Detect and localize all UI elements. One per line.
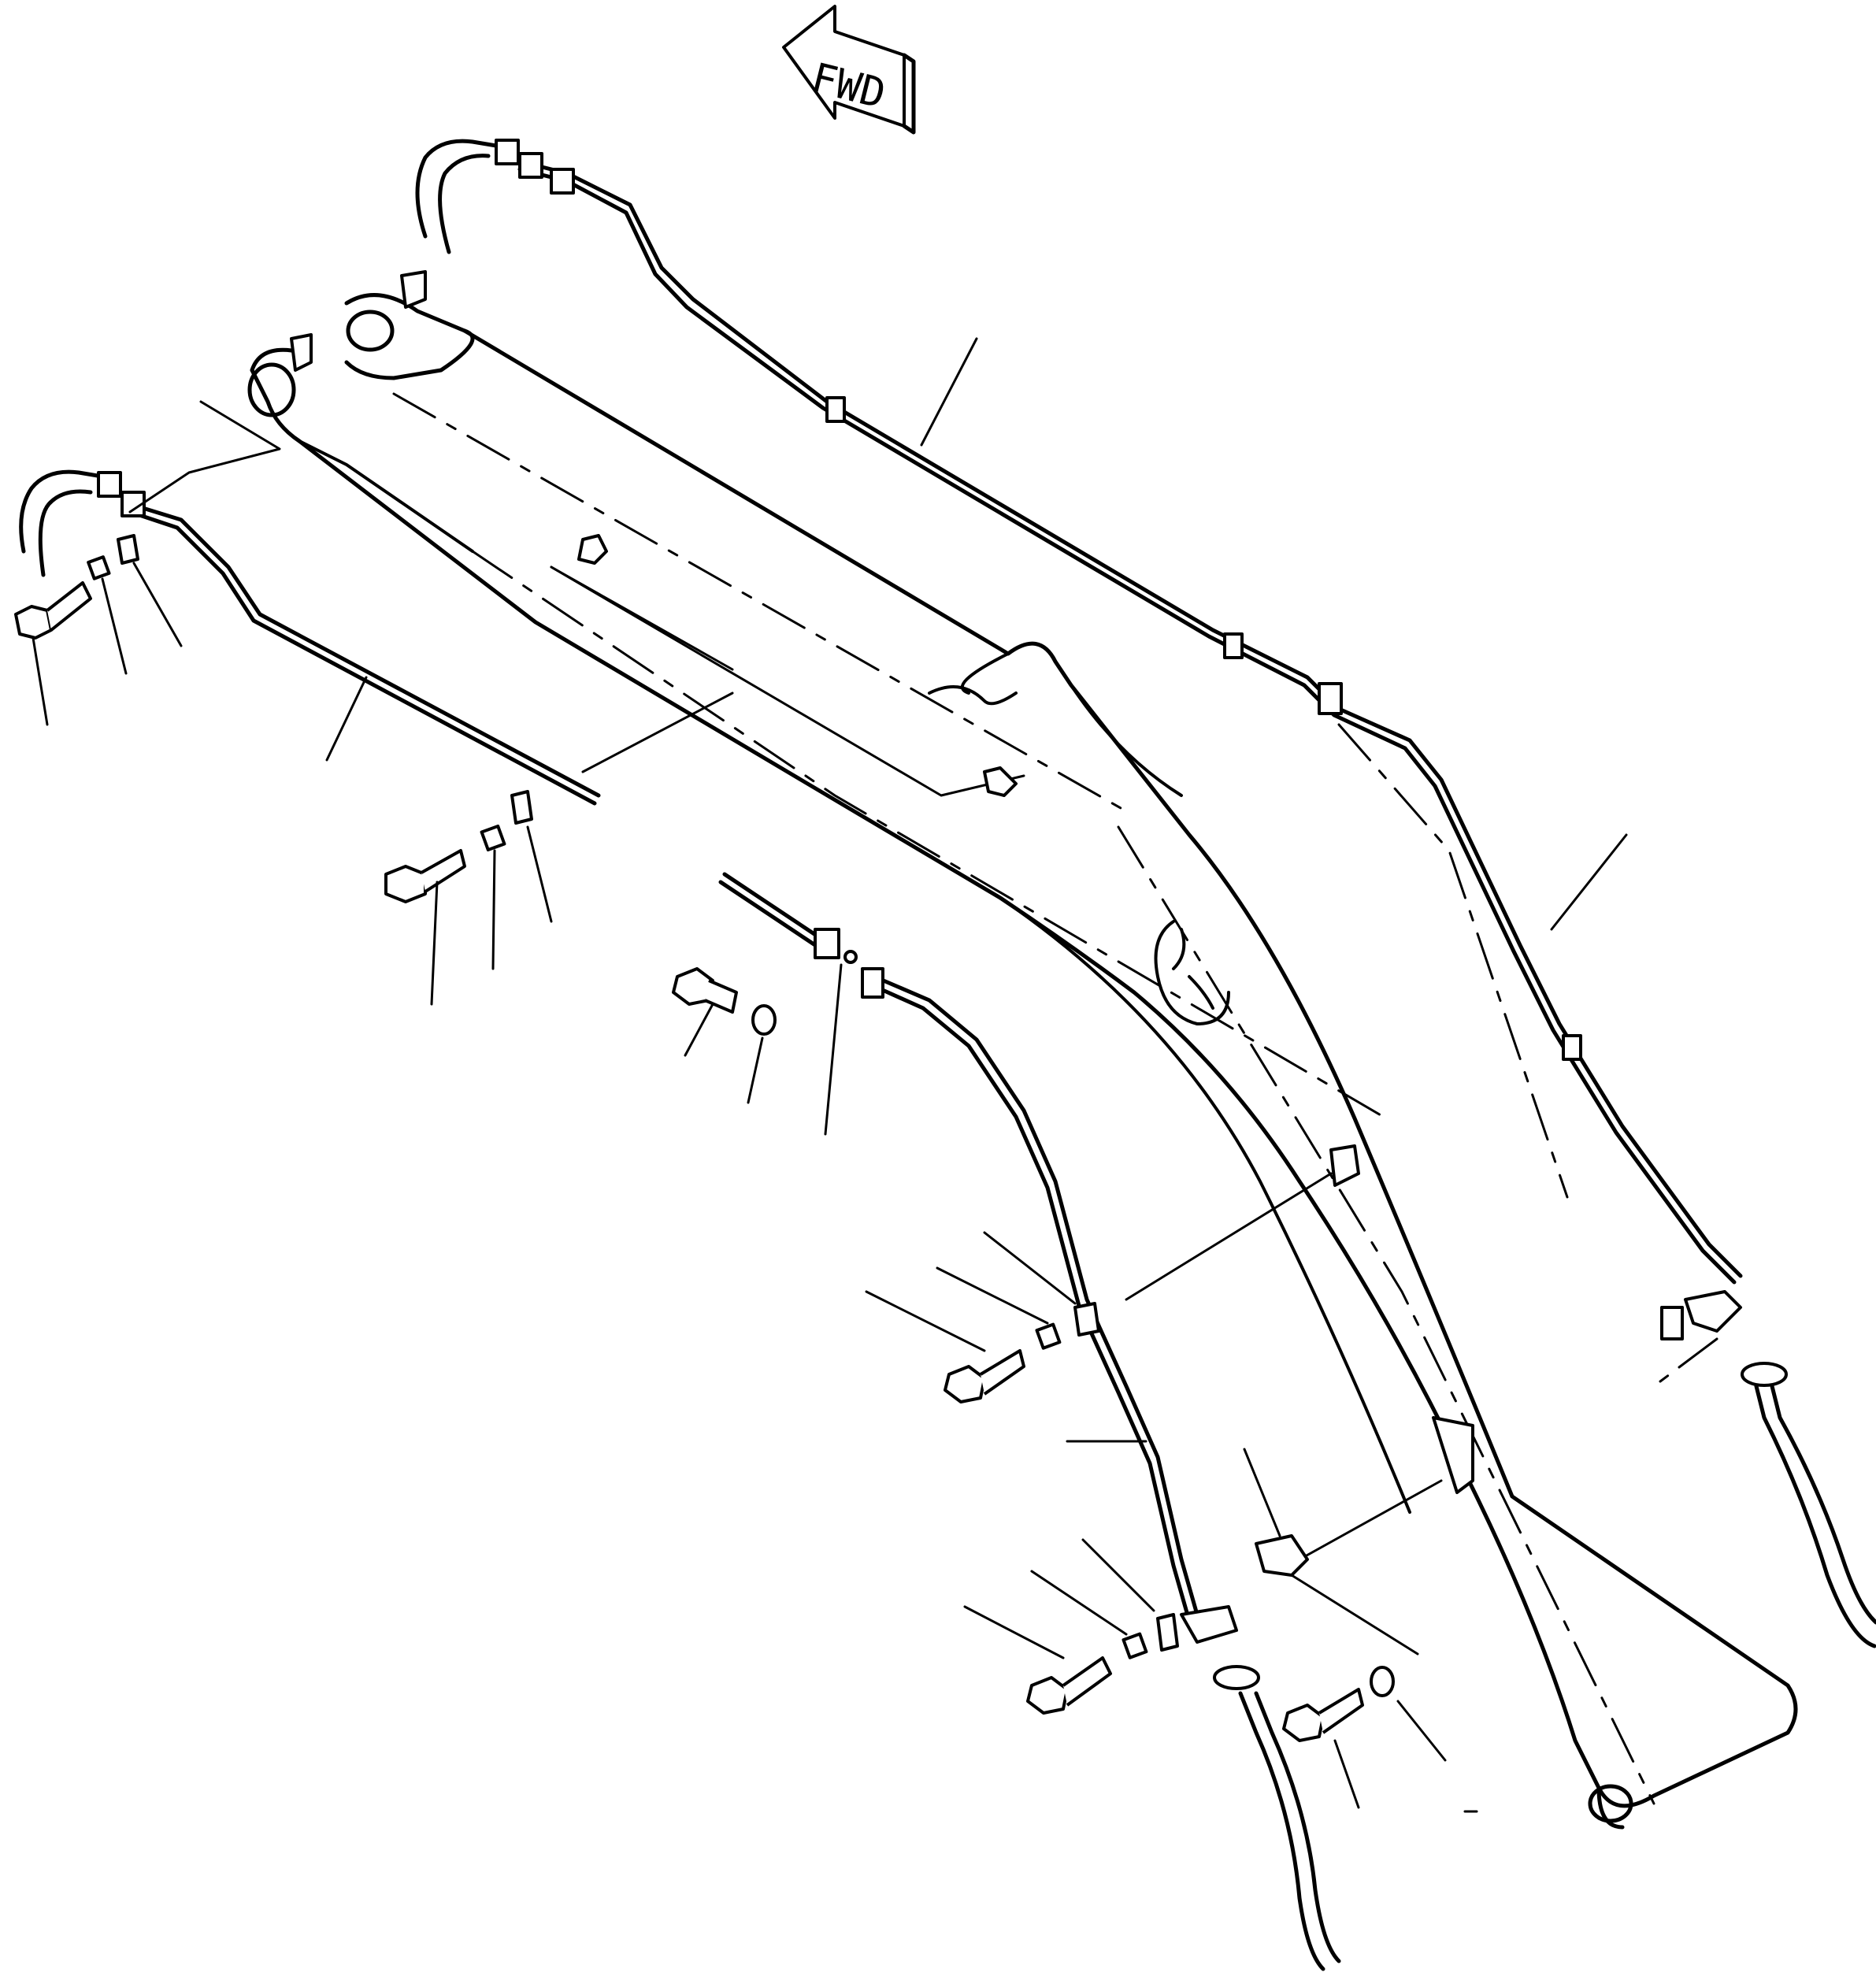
fwd-direction-indicator: FWD	[782, 5, 916, 135]
lower-pipe-assembly	[19, 469, 1341, 1971]
bolt-hex-icon	[384, 849, 466, 903]
fasteners	[14, 534, 1395, 1742]
arrow-left-icon	[782, 5, 906, 128]
bolt-hex-icon	[1026, 1656, 1112, 1715]
bolt-hex-icon	[14, 581, 92, 640]
bolt-hex-icon	[1282, 1688, 1364, 1742]
upper-pipe-assembly	[415, 139, 1876, 1648]
mounting-brackets	[128, 270, 1474, 1656]
centre-lines	[392, 392, 1718, 1805]
bolt-hex-icon	[944, 1349, 1025, 1403]
bolt-hex-icon	[672, 967, 738, 1014]
leader-lines	[32, 562, 1478, 1813]
boom-structure	[247, 293, 1798, 1830]
